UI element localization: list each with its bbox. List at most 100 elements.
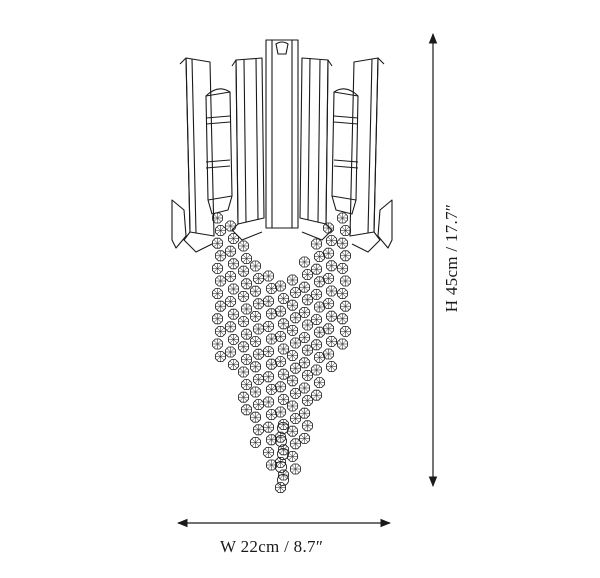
crystal-bead xyxy=(337,288,348,300)
crystal-bead xyxy=(250,310,261,322)
crystal-bead xyxy=(340,250,351,262)
crystal-bead xyxy=(311,238,322,250)
crystal-bead xyxy=(278,419,289,431)
crystal-bead xyxy=(299,281,310,293)
height-label: H 45cm / 17.7″ xyxy=(442,203,461,313)
crystal-bead xyxy=(311,314,322,326)
crystal-bead xyxy=(275,482,286,494)
crystal-bead xyxy=(311,339,322,351)
crystal-bead xyxy=(228,258,239,270)
crystal-bead xyxy=(238,290,249,302)
width-label: W 22cm / 8.7″ xyxy=(220,537,324,556)
crystal-bead xyxy=(323,348,334,360)
crystal-bead xyxy=(326,335,337,347)
crystal-bead xyxy=(275,280,286,292)
crystal-bead xyxy=(215,250,226,262)
crystal-bead xyxy=(275,305,286,317)
crystal-bead xyxy=(278,293,289,305)
crystal-bead xyxy=(215,351,226,363)
crystal-bead xyxy=(276,421,289,434)
crystal-bead xyxy=(250,386,261,398)
crystal-bead xyxy=(253,424,264,436)
crystal-bead xyxy=(278,318,289,330)
crystal-bead xyxy=(323,323,334,335)
crystal-bead xyxy=(299,432,310,444)
crystal-bead xyxy=(263,346,274,358)
crystal-bead xyxy=(253,298,264,310)
crystal-bead xyxy=(263,371,274,383)
crystal-bead xyxy=(287,350,298,362)
crystal-bead xyxy=(212,212,223,224)
left-tube xyxy=(205,88,233,215)
crystal-bead xyxy=(275,406,286,418)
crystal-bead xyxy=(215,275,226,287)
crystal-bead xyxy=(225,346,236,358)
crystal-bead xyxy=(253,273,264,285)
crystal-bead xyxy=(225,321,236,333)
crystal-bead xyxy=(241,379,252,391)
crystal-bead xyxy=(241,303,252,315)
crystal-bead xyxy=(225,220,236,232)
crystal-bead xyxy=(212,262,223,274)
crystal-bead xyxy=(275,381,286,393)
crystal-bead xyxy=(238,316,249,328)
crystal-bead xyxy=(287,274,298,286)
crystal-bead xyxy=(326,361,337,373)
crystal-bead xyxy=(241,253,252,265)
crystal-bead xyxy=(238,366,249,378)
crystal-bead xyxy=(326,235,337,247)
crystal-bead xyxy=(276,447,289,460)
wall-sconce-drawing xyxy=(171,39,393,494)
crystal-bead xyxy=(311,364,322,376)
crystal-bead xyxy=(263,396,274,408)
crystal-bead xyxy=(275,356,286,368)
crystal-bead xyxy=(228,233,239,245)
crystal-bead xyxy=(337,237,348,249)
crystal-bead xyxy=(212,237,223,249)
crystal-bead xyxy=(326,310,337,322)
crystal-bead xyxy=(299,357,310,369)
crystal-bead xyxy=(311,389,322,401)
crystal-bead xyxy=(276,473,289,486)
crystal-bead xyxy=(250,436,261,448)
crystal-bead xyxy=(278,444,289,456)
crystal-bead xyxy=(225,270,236,282)
center-column xyxy=(265,39,299,229)
crystal-bead xyxy=(241,404,252,416)
crystal-bead xyxy=(340,325,351,337)
crystal-bead xyxy=(287,425,298,437)
crystal-bead xyxy=(238,341,249,353)
crystal-bead xyxy=(250,361,261,373)
crystal-bead xyxy=(299,332,310,344)
crystal-bead xyxy=(323,247,334,259)
crystal-bead xyxy=(250,336,261,348)
crystal-bead xyxy=(263,446,274,458)
crystal-bead xyxy=(299,382,310,394)
crystal-bead xyxy=(340,225,351,237)
crystal-bead xyxy=(225,245,236,257)
crystal-bead xyxy=(228,308,239,320)
crystal-bead xyxy=(253,348,264,360)
crystal-bead xyxy=(326,260,337,272)
crystal-bead xyxy=(299,306,310,318)
crystal-bead xyxy=(241,328,252,340)
crystal-strands xyxy=(212,212,351,494)
crystal-bead xyxy=(212,338,223,350)
crystal-bead xyxy=(253,323,264,335)
crystal-bead xyxy=(337,212,348,224)
crystal-bead xyxy=(323,298,334,310)
crystal-bead xyxy=(212,288,223,300)
crystal-bead xyxy=(250,411,261,423)
crystal-bead xyxy=(287,400,298,412)
crystal-bead xyxy=(337,338,348,350)
crystal-bead xyxy=(250,260,261,272)
crystal-bead xyxy=(215,325,226,337)
crystal-bead xyxy=(302,420,313,432)
right-outer-panel xyxy=(349,57,393,253)
crystal-bead xyxy=(228,359,239,371)
crystal-bead xyxy=(299,407,310,419)
crystal-bead xyxy=(253,373,264,385)
crystal-bead xyxy=(323,222,334,234)
crystal-bead xyxy=(238,391,249,403)
